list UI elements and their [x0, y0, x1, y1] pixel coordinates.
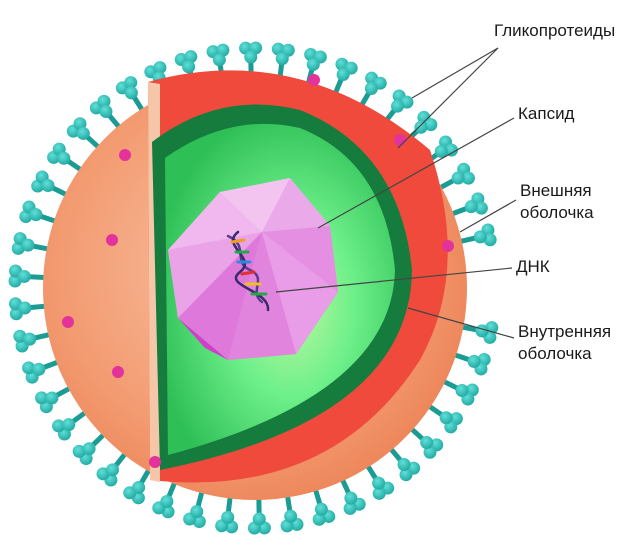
glycoprotein-spike: [47, 143, 84, 173]
glycoprotein-spike: [436, 163, 475, 190]
glycoprotein-spike: [365, 462, 394, 500]
glycoprotein-spike: [334, 58, 358, 98]
glycoprotein-spike: [116, 76, 145, 114]
glycoprotein-spike: [448, 192, 488, 215]
shell-dot: [106, 234, 118, 246]
glycoprotein-spike: [22, 361, 62, 384]
label-inner-envelope-line2: оболочка: [518, 343, 611, 365]
shell-dot: [112, 366, 124, 378]
shell-dot: [119, 149, 131, 161]
glycoprotein-spike: [123, 466, 151, 504]
label-outer-envelope-line1: Внешняя: [520, 180, 594, 202]
glycoprotein-spike: [97, 450, 128, 486]
glycoprotein-spike: [73, 431, 107, 465]
shell-dot: [442, 240, 454, 252]
glycoprotein-spike: [313, 485, 336, 526]
glycoprotein-spike: [31, 171, 70, 197]
shell-dot: [149, 456, 161, 468]
glycoprotein-spike: [90, 95, 122, 131]
label-inner-envelope: Внутренняя оболочка: [518, 321, 611, 365]
label-inner-envelope-line1: Внутренняя: [518, 321, 611, 343]
label-outer-envelope: Внешняя оболочка: [520, 180, 594, 224]
glycoprotein-spike: [388, 445, 420, 481]
label-capsid: Капсид: [518, 103, 574, 125]
label-outer-envelope-line2: оболочка: [520, 202, 594, 224]
glycoprotein-spike: [152, 478, 176, 518]
glycoprotein-spike: [19, 201, 59, 223]
glycoprotein-spike: [425, 404, 462, 434]
glycoprotein-spike: [183, 487, 206, 528]
glycoprotein-spike: [408, 426, 443, 459]
shell-dot: [62, 316, 74, 328]
shell-dot: [394, 134, 406, 146]
glycoprotein-spike: [450, 353, 490, 375]
glycoprotein-spike: [52, 410, 89, 441]
shell-dot: [308, 74, 320, 86]
label-glycoproteins: Гликопротеиды: [494, 20, 615, 42]
label-dna: ДНК: [516, 256, 550, 278]
glycoprotein-spike: [248, 494, 271, 535]
glycoprotein-spike: [440, 379, 479, 405]
glycoprotein-spike: [341, 475, 366, 515]
glycoprotein-spike: [67, 117, 102, 150]
glycoprotein-spike: [35, 386, 74, 413]
